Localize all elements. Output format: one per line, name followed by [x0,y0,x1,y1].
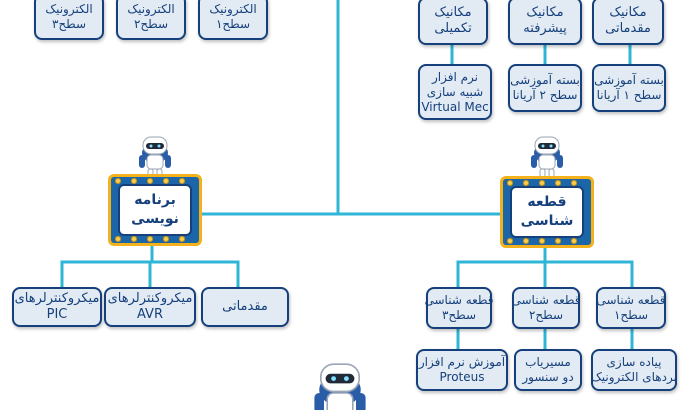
box-line: الکترونیک [127,2,175,16]
box-line: پیاده سازی [606,355,662,369]
electronics-level3-box: الکترونیک سطح۳ [34,0,104,40]
box-line: قطعه شناسی [424,293,494,307]
bolt-decoration [115,236,121,242]
box-line: سطح ۲ آریانا [512,88,578,102]
box-line: سطح۱ [215,17,251,31]
bolt-decoration [179,236,185,242]
bolt-decoration [147,236,153,242]
box-line: نرم افزار [431,69,479,84]
bolt-decoration [131,178,137,184]
parts-level1-box: قطعه شناسی سطح۱ [596,287,666,329]
box-line: مکانیک [434,5,472,20]
box-line: شبیه سازی [426,84,484,99]
parts-level1-sub-box: پیاده سازی بردهای الکترونیک [591,349,677,391]
box-line: مکانیک [609,5,647,20]
bolt-decoration [147,178,153,184]
box-line: الکترونیک [45,2,93,16]
box-line: PIC [46,307,68,322]
box-line: سطح۳ [51,17,87,31]
mechanics-advanced-sub-box: بسته آموزشی سطح ۲ آریانا [508,64,582,112]
box-line: Proteus [439,370,485,384]
parts-level3-sub-box: آموزش نرم افزار Proteus [416,349,508,391]
box-line: مقدماتی [605,21,651,36]
box-line: مکانیک [526,5,564,20]
box-line: پیشرفته [523,21,567,36]
box-line: سطح۲ [528,308,564,322]
frame-line: نویسی [131,211,179,227]
box-line: قطعه شناسی [596,293,666,307]
box-line: آموزش نرم افزار [418,355,506,369]
frame-line: برنامه [134,192,176,208]
box-line: سطح ۱ آریانا [596,88,662,102]
bolt-decoration [507,238,513,244]
programming-title: برنامه نویسی [118,184,192,236]
frame-line: شناسی [520,213,574,229]
box-line: سطح۳ [441,308,477,322]
box-line: بسته آموزشی [510,73,580,87]
bolt-decoration [523,180,529,186]
electronics-level1-box: الکترونیک سطح۱ [198,0,268,40]
bolt-decoration [131,236,137,242]
frame-line: قطعه [527,194,567,210]
electronics-level2-box: الکترونیک سطح۲ [116,0,186,40]
box-line: الکترونیک [209,2,257,16]
box-line: میکروکنترلرهای [14,291,100,306]
programming-pic-box: میکروکنترلرهای PIC [12,287,102,327]
parts-level2-sub-box: مسیریاب دو سنسور [514,349,582,391]
parts-level2-box: قطعه شناسی سطح۲ [511,287,581,329]
box-line: سطح۱ [613,308,649,322]
box-line: مقدماتی [222,299,268,314]
box-line: مسیریاب [525,355,571,369]
programming-avr-box: میکروکنترلرهای AVR [104,287,196,327]
programming-intro-box: مقدماتی [201,287,289,327]
box-line: قطعه شناسی [511,293,581,307]
bolt-decoration [555,238,561,244]
box-line: بسته آموزشی [594,73,664,87]
bolt-decoration [555,180,561,186]
parts-frame: قطعه شناسی [500,176,594,248]
programming-frame: برنامه نویسی [108,174,202,246]
box-line: Virtual Mec [421,99,489,114]
bolt-decoration [571,238,577,244]
box-line: AVR [137,307,163,322]
bolt-decoration [163,178,169,184]
box-line: تکمیلی [434,21,472,36]
bolt-decoration [571,180,577,186]
bolt-decoration [539,180,545,186]
mechanics-complementary-box: مکانیک تکمیلی [418,0,488,45]
box-line: سطح۲ [133,17,169,31]
bolt-decoration [115,178,121,184]
parts-level3-box: قطعه شناسی سطح۳ [424,287,494,329]
bolt-decoration [523,238,529,244]
bolt-decoration [163,236,169,242]
mechanics-complementary-sub-box: نرم افزار شبیه سازی Virtual Mec [418,64,492,120]
robot-icon [138,136,172,178]
mechanics-intro-sub-box: بسته آموزشی سطح ۱ آریانا [592,64,666,112]
box-line: دو سنسور [522,370,574,384]
bolt-decoration [507,180,513,186]
mechanics-intro-box: مکانیک مقدماتی [592,0,664,45]
mechanics-advanced-box: مکانیک پیشرفته [508,0,582,45]
box-line: میکروکنترلرهای [107,291,193,306]
robot-icon [530,136,564,178]
parts-title: قطعه شناسی [510,186,584,238]
robot-icon [313,363,367,410]
bolt-decoration [539,238,545,244]
box-line: بردهای الکترونیک [591,370,677,384]
bolt-decoration [179,178,185,184]
